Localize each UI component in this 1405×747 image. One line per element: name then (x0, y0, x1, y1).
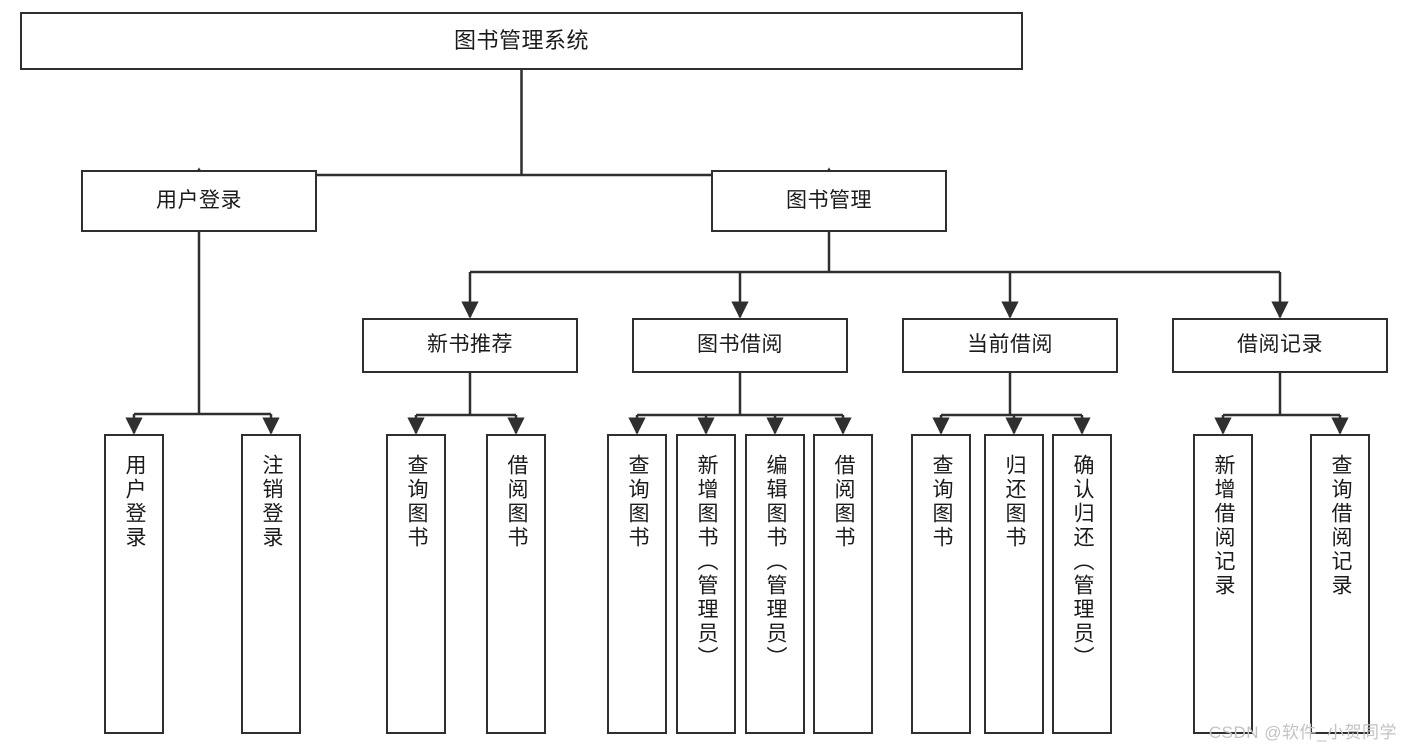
node-leaf-user-login[interactable]: 用户登录 (104, 434, 164, 734)
connector-group-borrow-record (1214, 373, 1349, 435)
node-label: 查询图书 (930, 454, 954, 550)
node-current-borrow[interactable]: 当前借阅 (902, 318, 1118, 373)
node-label: 查询借阅记录 (1329, 454, 1353, 598)
node-label: 查询图书 (405, 454, 429, 550)
connector-group-current-borrow (932, 373, 1091, 435)
node-borrow-record[interactable]: 借阅记录 (1172, 318, 1388, 373)
node-leaf-confirm[interactable]: 确认归还（管理员） (1052, 434, 1112, 734)
connector-group-user-login (125, 232, 280, 435)
node-user-login[interactable]: 用户登录 (81, 170, 317, 232)
node-label: 新书推荐 (427, 333, 513, 357)
connector-group-root (190, 70, 838, 185)
node-leaf-query-2[interactable]: 查询图书 (607, 434, 667, 734)
connector-group-book-borrow (628, 373, 852, 435)
node-leaf-qry-record[interactable]: 查询借阅记录 (1310, 434, 1370, 734)
node-leaf-add-book[interactable]: 新增图书（管理员） (676, 434, 736, 734)
node-leaf-logout[interactable]: 注销登录 (241, 434, 301, 734)
node-leaf-return[interactable]: 归还图书 (984, 434, 1044, 734)
connector-group-book-manage (461, 232, 1289, 319)
node-label: 归还图书 (1003, 454, 1027, 550)
node-leaf-query-3[interactable]: 查询图书 (911, 434, 971, 734)
node-label: 新增借阅记录 (1212, 454, 1236, 598)
node-label: 查询图书 (626, 454, 650, 550)
node-label: 用户登录 (156, 188, 242, 212)
node-book-manage[interactable]: 图书管理 (711, 170, 947, 232)
node-label: 编辑图书（管理员） (764, 454, 788, 670)
node-label: 当前借阅 (967, 333, 1053, 357)
node-leaf-borrow-2[interactable]: 借阅图书 (813, 434, 873, 734)
node-label: 新增图书（管理员） (695, 454, 719, 670)
node-label: 图书管理 (786, 188, 872, 212)
node-label: 借阅图书 (505, 454, 529, 550)
node-leaf-borrow-1[interactable]: 借阅图书 (486, 434, 546, 734)
node-label: 图书管理系统 (453, 28, 589, 54)
node-root[interactable]: 图书管理系统 (20, 12, 1023, 70)
node-label: 借阅记录 (1237, 333, 1323, 357)
node-leaf-add-record[interactable]: 新增借阅记录 (1193, 434, 1253, 734)
node-label: 注销登录 (260, 454, 284, 550)
connector-group-new-book-rec (407, 373, 525, 435)
node-new-book-rec[interactable]: 新书推荐 (362, 318, 578, 373)
node-label: 借阅图书 (832, 454, 856, 550)
node-label: 图书借阅 (697, 333, 783, 357)
node-label: 确认归还（管理员） (1071, 454, 1095, 670)
node-label: 用户登录 (123, 454, 147, 550)
node-leaf-query-1[interactable]: 查询图书 (386, 434, 446, 734)
node-leaf-edit-book[interactable]: 编辑图书（管理员） (745, 434, 805, 734)
node-book-borrow[interactable]: 图书借阅 (632, 318, 848, 373)
